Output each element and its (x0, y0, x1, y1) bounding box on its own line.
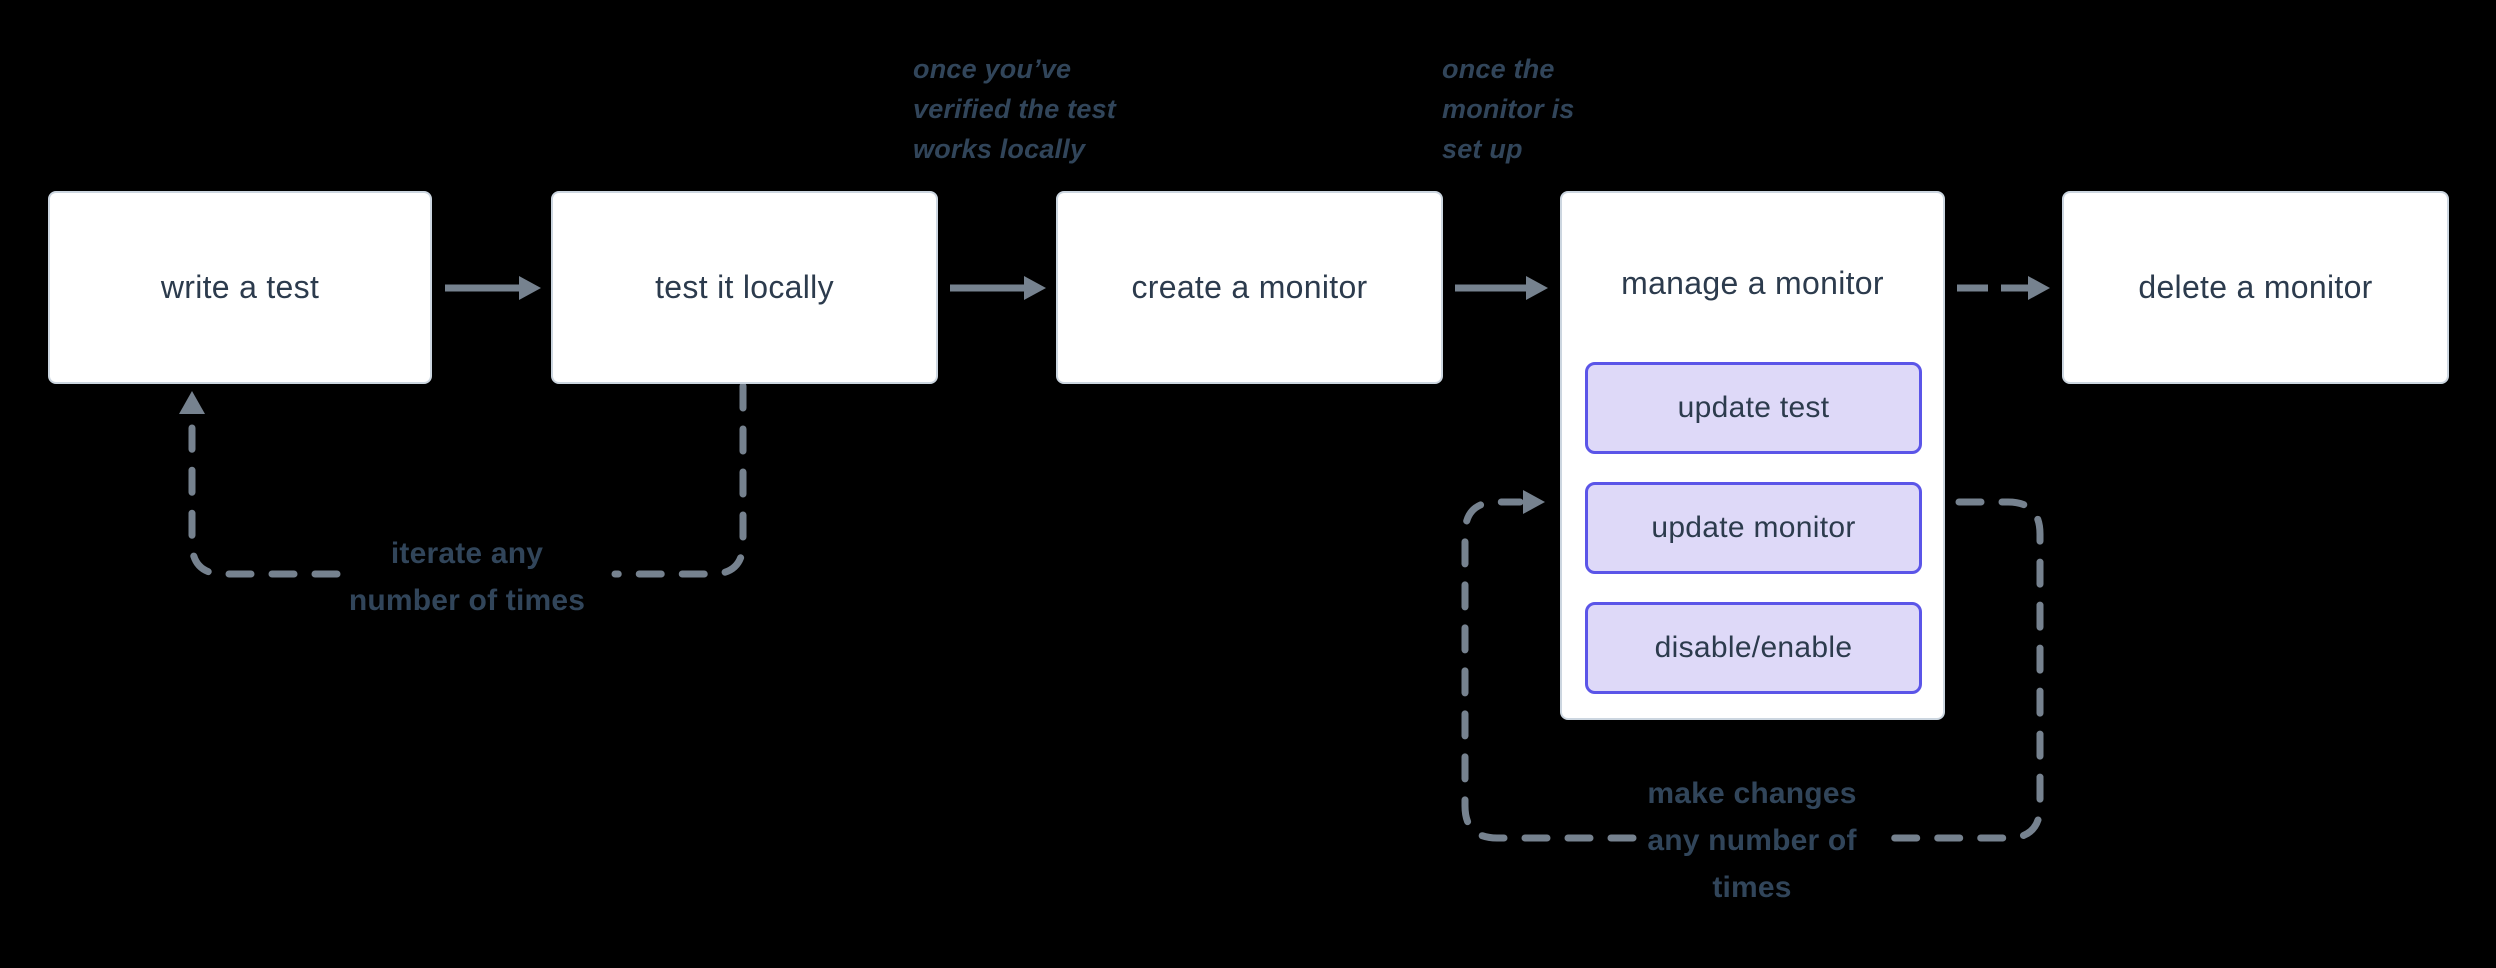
make-changes-right-segment (1873, 498, 2044, 842)
loop-label-line: any number of (1647, 824, 1857, 857)
solid-arrowheads (519, 276, 1548, 300)
arrowhead-icon (1523, 490, 1545, 514)
iterate-loop-left-segment (188, 424, 341, 578)
node-label: create a monitor (1131, 269, 1368, 305)
annotation-line: verified the test (913, 94, 1116, 124)
node-delete-a-monitor: delete a monitor (2062, 191, 2449, 384)
loop-label-line: times (1712, 871, 1792, 904)
annotation-line: once the (1442, 54, 1555, 84)
node-label: delete a monitor (2138, 269, 2373, 305)
annotation-once-verified: once you’ve verified the test works loca… (913, 49, 1116, 169)
make-changes-left-segment (1461, 498, 1637, 842)
loop-label-line: make changes (1647, 777, 1857, 810)
arrowhead-up-icon (179, 391, 205, 414)
annotation-line: monitor is (1442, 94, 1575, 124)
subaction-label: update monitor (1651, 511, 1856, 544)
arrowhead-icon (519, 276, 541, 300)
label-iterate-loop: iterate any number of times (267, 530, 667, 624)
arrowhead-icon (2028, 276, 2050, 300)
node-create-a-monitor: create a monitor (1056, 191, 1443, 384)
node-manage-a-monitor: manage a monitor update test update moni… (1560, 191, 1945, 720)
iterate-loop-right-segment (611, 382, 747, 578)
arrowhead-icon (1024, 276, 1046, 300)
annotation-line: works locally (913, 134, 1086, 164)
node-label: test it locally (655, 269, 834, 305)
annotation-once-set-up: once the monitor is set up (1442, 49, 1575, 169)
subaction-label: disable/enable (1654, 631, 1853, 664)
subaction-label: update test (1677, 391, 1830, 424)
node-test-it-locally: test it locally (551, 191, 938, 384)
label-make-changes-loop: make changes any number of times (1552, 770, 1952, 911)
node-label: manage a monitor (1621, 264, 1884, 301)
iterate-loop-path (188, 382, 747, 578)
loop-label-line: iterate any (390, 537, 544, 570)
arrowhead-icon (1526, 276, 1548, 300)
subaction-update-test: update test (1585, 362, 1922, 454)
subaction-disable-enable: disable/enable (1585, 602, 1922, 694)
make-changes-loop-path (1461, 498, 2044, 842)
annotation-line: set up (1442, 134, 1523, 164)
annotation-line: once you’ve (913, 54, 1072, 84)
node-write-a-test: write a test (48, 191, 432, 384)
loop-label-line: number of times (348, 584, 586, 617)
node-label: write a test (160, 269, 320, 305)
subaction-update-monitor: update monitor (1585, 482, 1922, 574)
